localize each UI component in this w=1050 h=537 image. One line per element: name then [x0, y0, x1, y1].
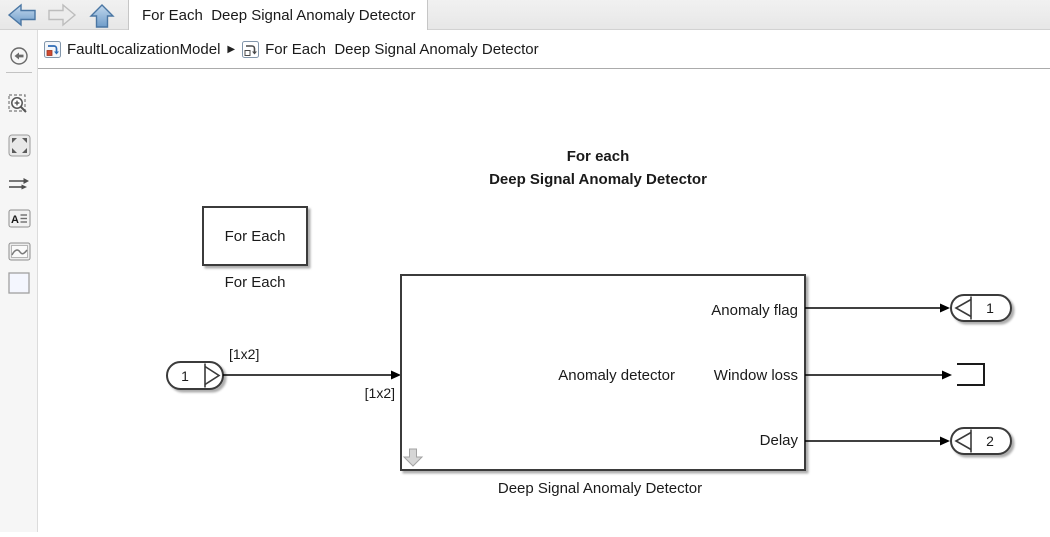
blank-swatch-button[interactable] — [7, 271, 31, 295]
tool-sidebar: A — [0, 30, 38, 532]
anomaly-flag-arrowhead — [940, 303, 950, 313]
signal-dimension-label-src: [1x2] — [229, 346, 259, 362]
outport-1-block[interactable]: 1 — [950, 294, 1012, 322]
svg-text:A: A — [11, 214, 19, 226]
tab-title: For Each Deep Signal Anomaly Detector — [142, 6, 416, 24]
nav-forward-button[interactable] — [46, 3, 78, 27]
window-loss-signal-line[interactable] — [805, 370, 952, 380]
signal-dimension-label-dst: [1x2] — [365, 385, 395, 401]
delay-arrowhead — [940, 436, 950, 446]
outport-2-number: 2 — [986, 433, 994, 449]
signal-arrows-icon — [9, 178, 29, 190]
forward-arrow-icon — [48, 3, 77, 27]
detector-inner-label: Anomaly detector — [558, 367, 675, 384]
detector-subsystem-block[interactable]: Anomaly detector Anomaly flag Window los… — [400, 274, 806, 471]
inport-1-number: 1 — [181, 368, 189, 384]
breadcrumb-root[interactable]: FaultLocalizationModel — [67, 40, 221, 58]
window-loss-arrowhead — [942, 370, 952, 380]
signal-routing-button[interactable] — [7, 172, 31, 196]
outport-2-block[interactable]: 2 — [950, 427, 1012, 455]
for-each-block-caption: For Each — [225, 274, 286, 291]
explorer-bar-toggle-button[interactable] — [7, 44, 31, 68]
outport-2-chevron-icon — [954, 431, 972, 451]
input-signal-arrowhead — [391, 370, 401, 380]
fit-to-view-icon — [8, 134, 30, 156]
back-arrow-icon — [7, 3, 36, 27]
outport-1-chevron-icon — [954, 298, 972, 318]
for-each-block[interactable]: For Each — [202, 206, 308, 266]
image-curve-icon — [8, 242, 30, 260]
blank-swatch-icon — [8, 272, 30, 294]
terminator-block[interactable] — [957, 363, 985, 386]
outport-label-anomaly-flag: Anomaly flag — [711, 302, 798, 319]
diagram: For each Deep Signal Anomaly Detector Fo… — [166, 148, 1012, 497]
outport-label-window-loss: Window loss — [714, 367, 798, 384]
outport-label-delay: Delay — [760, 432, 799, 449]
diagram-heading-line2: Deep Signal Anomaly Detector — [489, 171, 707, 188]
zoom-region-button[interactable] — [7, 93, 31, 117]
breadcrumb-current: For Each Deep Signal Anomaly Detector — [265, 40, 539, 58]
input-signal-line[interactable] — [223, 370, 401, 380]
circled-back-arrow-icon — [10, 47, 28, 65]
subsystem-icon — [242, 40, 260, 58]
breadcrumb: FaultLocalizationModel ▶ For Each Deep S… — [38, 30, 1050, 69]
fit-to-view-button[interactable] — [7, 133, 31, 157]
outport-1-number: 1 — [986, 300, 994, 316]
model-icon — [44, 40, 61, 58]
up-arrow-icon — [89, 4, 115, 28]
nav-back-button[interactable] — [6, 3, 38, 27]
inport-chevron-icon — [204, 365, 221, 386]
inport-1-block[interactable]: 1 — [166, 361, 224, 390]
anomaly-flag-signal-line[interactable] — [805, 303, 950, 313]
delay-signal-line[interactable] — [805, 436, 950, 446]
zoom-magnifier-icon — [8, 94, 27, 113]
for-each-badge-down-arrow-icon — [402, 448, 424, 467]
breadcrumb-separator-icon: ▶ — [227, 43, 236, 55]
annotation-button[interactable]: A — [7, 206, 31, 230]
tab-bar: For Each Deep Signal Anomaly Detector — [0, 0, 1050, 30]
annotation-icon: A — [8, 209, 30, 227]
for-each-block-text: For Each — [225, 228, 286, 245]
viewmark-button[interactable] — [7, 239, 31, 263]
sidebar-separator — [6, 72, 32, 73]
nav-up-button[interactable] — [86, 3, 118, 28]
diagram-heading-line1: For each — [567, 148, 630, 165]
model-tab[interactable]: For Each Deep Signal Anomaly Detector — [128, 0, 428, 30]
detector-block-caption: Deep Signal Anomaly Detector — [498, 480, 702, 497]
model-canvas[interactable]: For each Deep Signal Anomaly Detector Fo… — [38, 69, 1050, 532]
